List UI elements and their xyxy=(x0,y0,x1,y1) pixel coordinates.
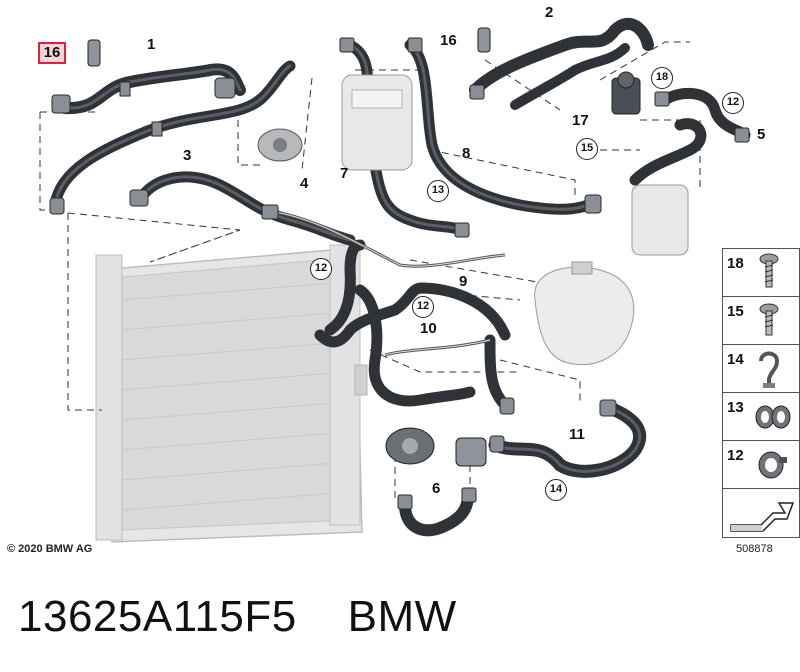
part-number-caption: 13625A115F5 BMW xyxy=(18,592,457,641)
valve-17 xyxy=(611,71,641,115)
hoses xyxy=(49,17,751,537)
sensor-16-left xyxy=(87,39,101,67)
legend-item-arrow xyxy=(723,489,799,537)
circled-12-b: 12 xyxy=(412,296,434,318)
expansion-tank-upper xyxy=(341,74,413,171)
auxiliary-pump-lower xyxy=(455,437,487,467)
direction-arrow-icon xyxy=(730,502,795,532)
leader-lines xyxy=(39,41,701,500)
expansion-tank-right xyxy=(631,184,689,256)
radiator xyxy=(95,244,368,543)
legend-label-14: 14 xyxy=(727,351,744,368)
callout-2: 2 xyxy=(545,4,554,21)
callout-3: 3 xyxy=(183,147,192,164)
callout-11: 11 xyxy=(569,426,585,443)
callout-17: 17 xyxy=(572,112,589,129)
callout-4: 4 xyxy=(300,175,309,192)
copyright-notice: © 2020 BMW AG xyxy=(7,543,93,555)
circled-13: 13 xyxy=(427,180,449,202)
cooling-system-diagram xyxy=(39,17,751,543)
water-pump-upper xyxy=(257,128,303,162)
callout-16-highlighted: 16 xyxy=(38,42,66,64)
coolant-expansion-tank xyxy=(534,261,635,366)
callout-7: 7 xyxy=(340,165,349,182)
double-clamp-icon xyxy=(755,405,791,429)
legend-item-12: 12 xyxy=(723,441,799,489)
hose-clip-icon xyxy=(759,351,780,388)
callout-9: 9 xyxy=(459,273,468,290)
hose-connectors xyxy=(49,37,750,510)
small-parts-legend: 18 15 14 13 xyxy=(722,248,800,538)
circled-12-c: 12 xyxy=(722,92,744,114)
circled-18: 18 xyxy=(651,67,673,89)
legend-label-15: 15 xyxy=(727,303,744,320)
callout-5: 5 xyxy=(757,126,766,143)
diagram-number: 508878 xyxy=(736,543,773,555)
callout-8: 8 xyxy=(462,145,471,162)
legend-item-13: 13 xyxy=(723,393,799,441)
electric-water-pump-lower xyxy=(385,427,435,465)
legend-item-18: 18 xyxy=(723,249,799,297)
callout-6: 6 xyxy=(432,480,441,497)
circled-14: 14 xyxy=(545,479,567,501)
circled-15: 15 xyxy=(576,138,598,160)
legend-label-18: 18 xyxy=(727,255,744,272)
single-clamp-icon xyxy=(758,451,787,479)
legend-label-12: 12 xyxy=(727,447,744,464)
screw-icon xyxy=(759,253,779,288)
legend-label-13: 13 xyxy=(727,399,744,416)
callout-16-top: 16 xyxy=(440,32,457,49)
circled-12-a: 12 xyxy=(310,258,332,280)
legend-item-14: 14 xyxy=(723,345,799,393)
legend-item-15: 15 xyxy=(723,297,799,345)
callout-1: 1 xyxy=(147,36,156,53)
callout-10: 10 xyxy=(420,320,437,337)
screw-icon xyxy=(759,303,779,336)
metal-pipes xyxy=(274,210,506,357)
sensor-16-top xyxy=(477,27,491,53)
